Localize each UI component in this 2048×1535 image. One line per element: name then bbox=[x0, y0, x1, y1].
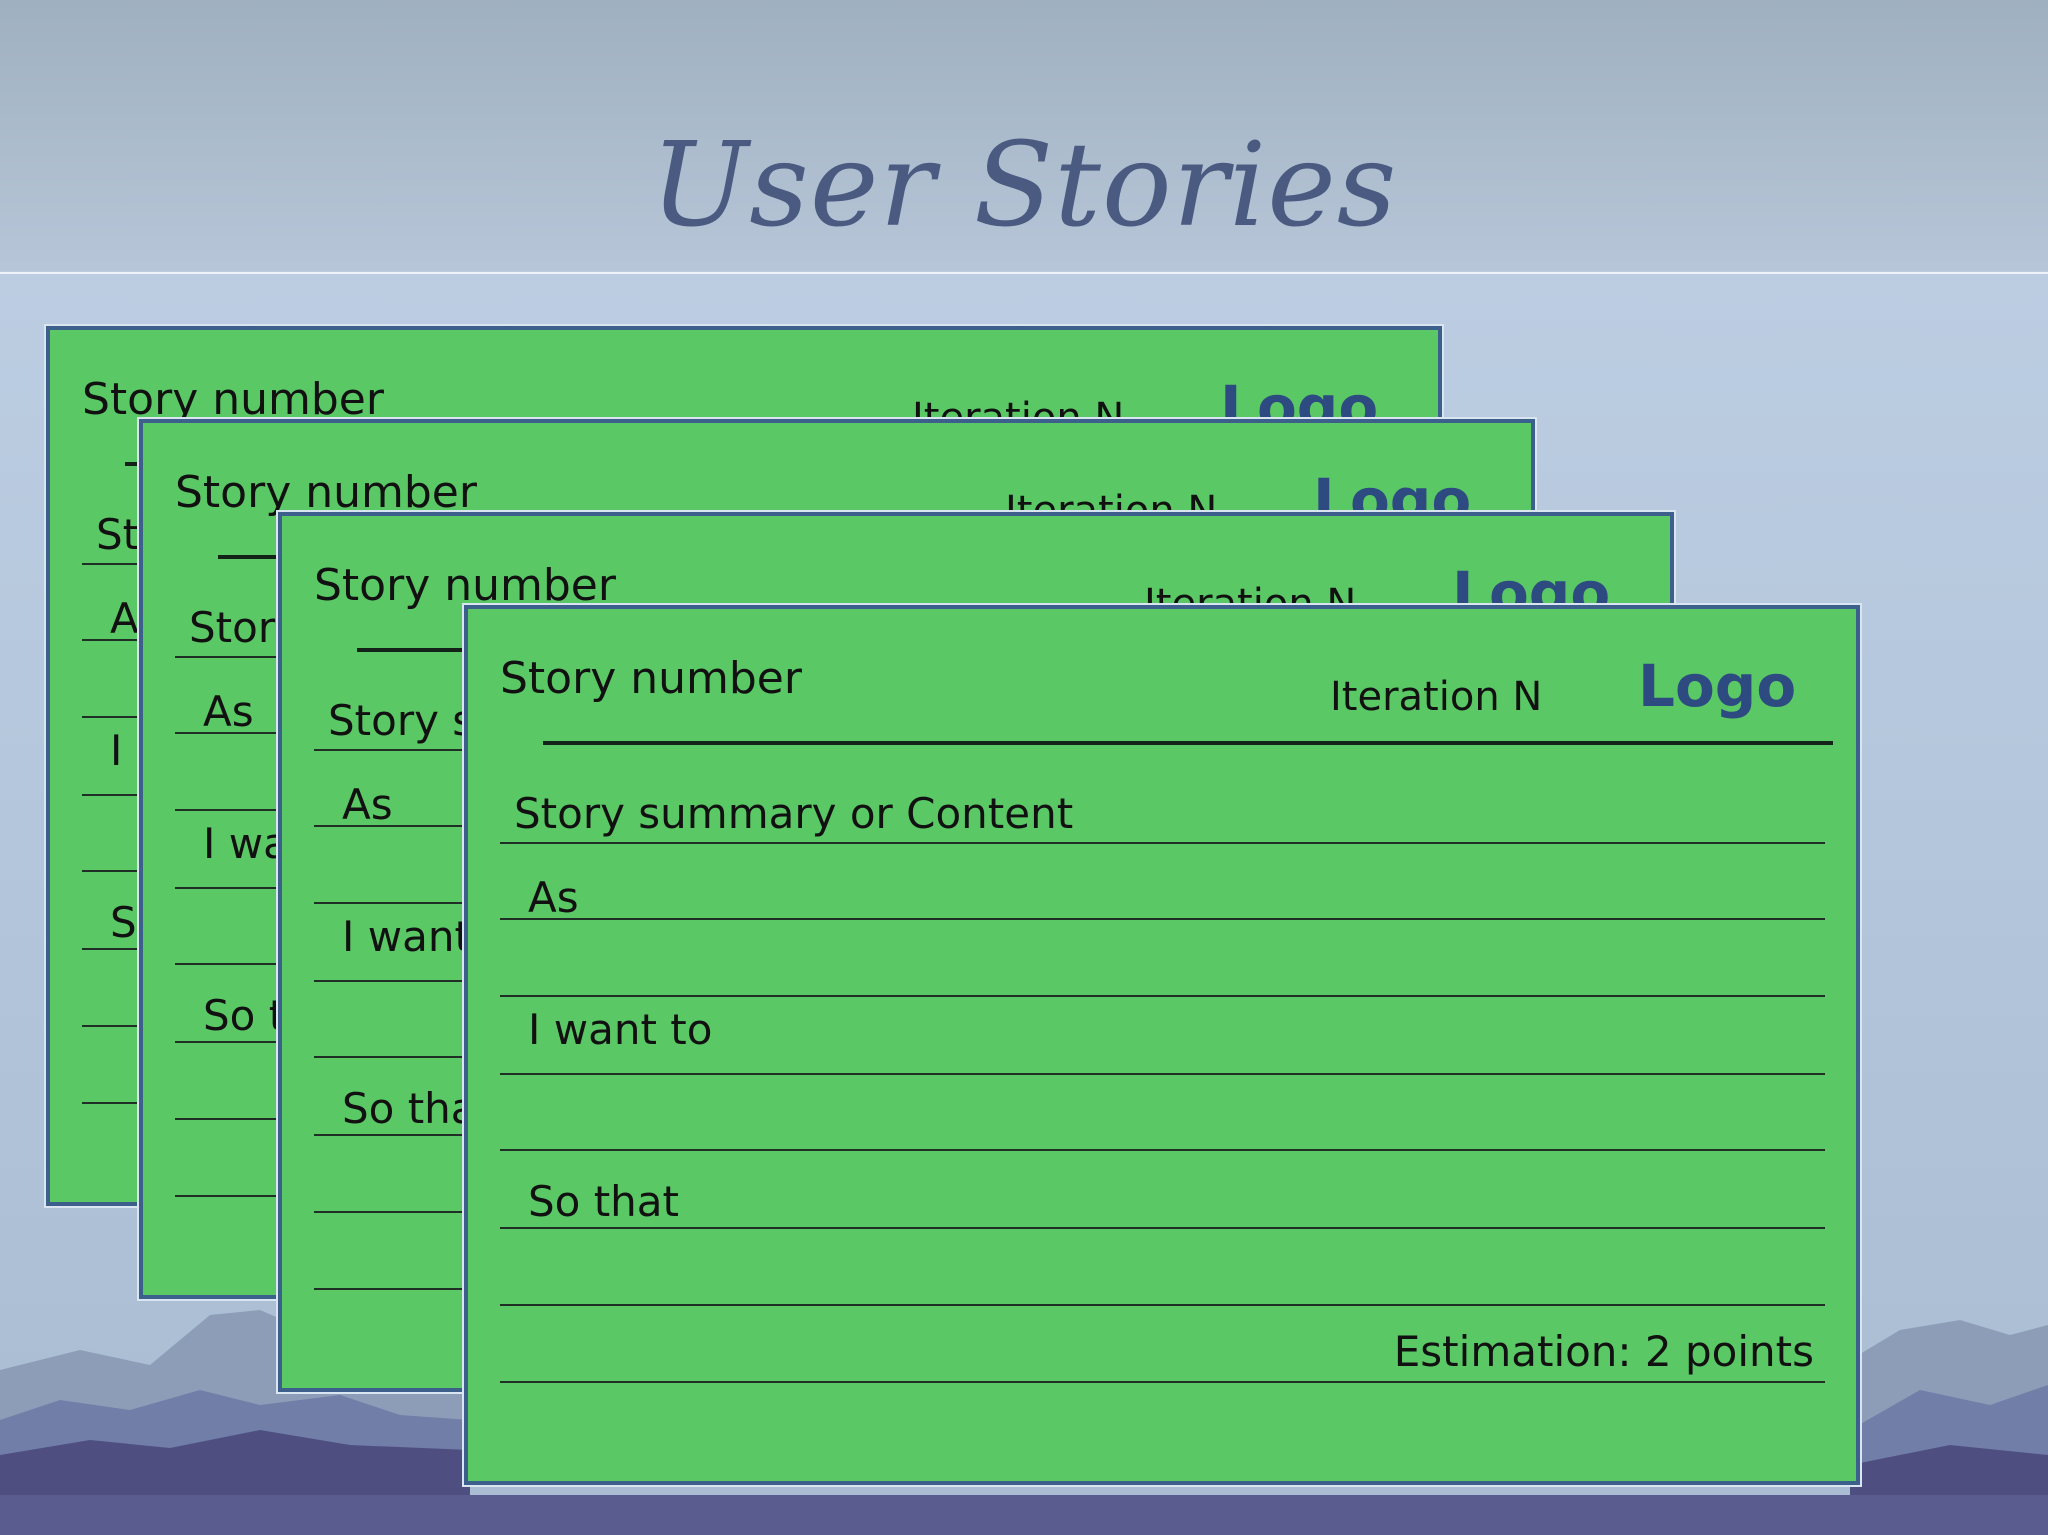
ruled-line bbox=[500, 1304, 1825, 1306]
so-that-label: So that bbox=[528, 1177, 679, 1226]
ruled-line bbox=[500, 842, 1825, 844]
iteration-label: Iteration N bbox=[1330, 674, 1543, 720]
header-underline bbox=[543, 741, 1833, 745]
ruled-line bbox=[500, 1073, 1825, 1075]
summary-label: Story summary or Content bbox=[514, 789, 1074, 838]
estimation-label: Estimation: 2 points bbox=[1393, 1327, 1814, 1376]
as-label: As bbox=[342, 780, 393, 829]
story-number-label: Story number bbox=[82, 374, 384, 425]
title-divider bbox=[0, 272, 2048, 274]
ruled-line bbox=[500, 918, 1825, 920]
ruled-line bbox=[500, 1149, 1825, 1151]
ruled-line bbox=[500, 1227, 1825, 1229]
story-card-front: Story number Iteration N Logo Story summ… bbox=[464, 605, 1860, 1485]
logo-text: Logo bbox=[1638, 652, 1797, 720]
story-number-label: Story number bbox=[314, 560, 616, 611]
ruled-line bbox=[500, 1381, 1825, 1383]
slide-title: User Stories bbox=[650, 118, 1398, 253]
story-number-label: Story number bbox=[500, 653, 802, 704]
ruled-line bbox=[500, 995, 1825, 997]
as-label: As bbox=[203, 687, 254, 736]
i-want-to-label: I want to bbox=[528, 1005, 713, 1054]
as-label: As bbox=[528, 873, 579, 922]
story-number-label: Story number bbox=[175, 467, 477, 518]
